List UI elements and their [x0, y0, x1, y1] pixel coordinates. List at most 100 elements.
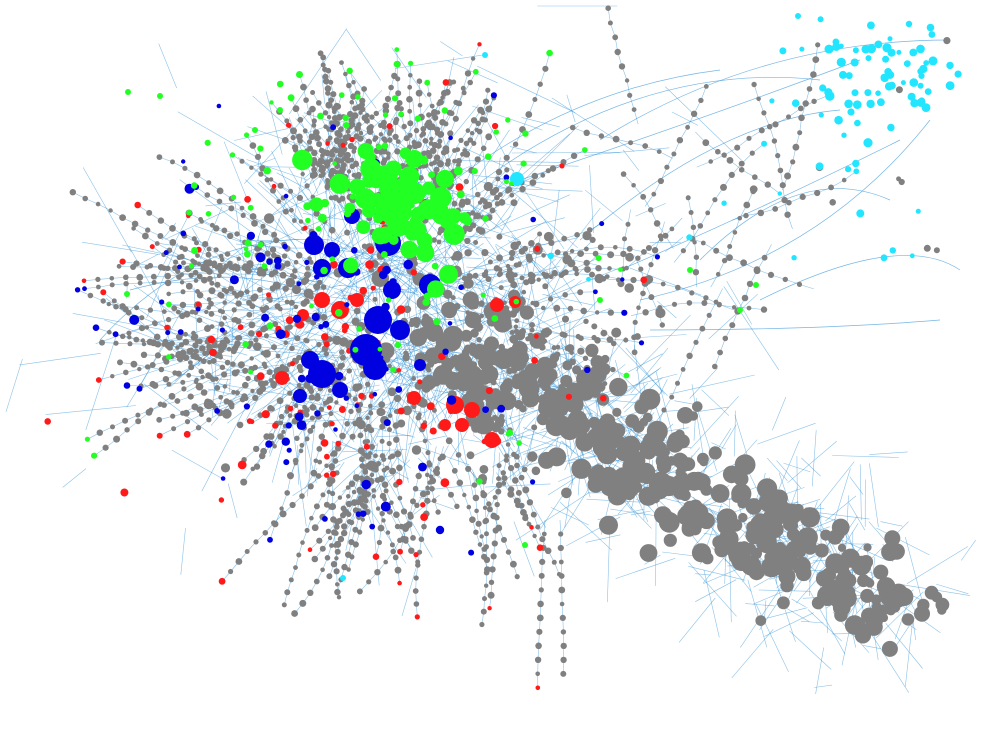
- node-grey: [492, 495, 498, 500]
- node-grey: [429, 136, 434, 141]
- node-grey: [348, 117, 355, 124]
- node-grey: [536, 628, 543, 635]
- node-grey: [562, 315, 569, 323]
- edge: [695, 573, 711, 576]
- edge: [440, 41, 463, 57]
- node-grey: [431, 237, 437, 243]
- edge: [177, 111, 259, 159]
- node-grey: [413, 601, 420, 607]
- node-grey: [256, 388, 264, 395]
- node-grey: [304, 183, 310, 189]
- node-grey: [263, 213, 275, 224]
- node-grey: [248, 321, 256, 329]
- node-grey: [411, 403, 417, 410]
- node-grey: [266, 369, 273, 376]
- node-grey: [394, 148, 401, 155]
- node-grey: [381, 481, 389, 489]
- node-grey: [575, 333, 581, 340]
- edge: [270, 300, 288, 303]
- node-grey: [387, 387, 397, 397]
- node-grey: [284, 325, 291, 331]
- node-grey: [467, 137, 474, 143]
- node-grey: [208, 287, 216, 295]
- node-grey: [250, 466, 256, 472]
- node-grey: [473, 240, 479, 245]
- node-grey: [534, 656, 542, 663]
- node-grey: [271, 252, 277, 259]
- node-grey: [335, 163, 341, 169]
- node-grey: [228, 265, 234, 270]
- node-grey: [350, 433, 356, 439]
- node-grey: [310, 424, 316, 430]
- node-grey: [425, 490, 431, 496]
- edge: [607, 368, 660, 407]
- node-grey: [394, 566, 402, 574]
- node-grey: [345, 129, 351, 134]
- node-grey: [200, 358, 207, 365]
- node-grey: [109, 282, 115, 288]
- node-grey: [495, 488, 502, 495]
- node-grey: [519, 185, 526, 193]
- node-grey: [498, 199, 506, 206]
- node-grey: [126, 330, 132, 336]
- node-grey: [227, 232, 234, 240]
- node-grey: [311, 149, 318, 157]
- node-grey: [351, 112, 359, 119]
- node-grey: [418, 536, 425, 543]
- node-grey: [498, 285, 504, 291]
- node-grey: [136, 273, 144, 281]
- node-grey: [332, 458, 339, 464]
- edge: [659, 151, 673, 159]
- edge: [273, 218, 297, 248]
- edge: [703, 566, 744, 584]
- edge: [509, 146, 537, 154]
- edge: [726, 280, 753, 325]
- node-grey: [204, 309, 209, 315]
- node-grey: [203, 399, 214, 410]
- edge: [376, 434, 412, 437]
- node-grey: [431, 498, 437, 504]
- node-grey: [279, 510, 287, 518]
- node-grey: [480, 491, 488, 499]
- node-grey: [151, 280, 157, 285]
- edge: [639, 334, 687, 338]
- node-grey: [193, 278, 199, 283]
- edge: [552, 308, 611, 330]
- node-grey: [234, 390, 240, 396]
- node-grey: [356, 420, 366, 430]
- edge: [848, 593, 863, 615]
- node-grey: [154, 241, 160, 246]
- node-grey: [352, 105, 358, 112]
- edge: [906, 546, 968, 585]
- node-grey: [209, 324, 215, 329]
- node-grey: [424, 497, 431, 504]
- node-grey: [390, 548, 397, 555]
- node-grey: [146, 209, 153, 216]
- node-grey: [284, 589, 291, 596]
- edge: [696, 161, 711, 168]
- node-grey: [369, 472, 375, 478]
- edge: [747, 579, 768, 648]
- node-grey: [479, 534, 484, 539]
- edge: [216, 378, 231, 380]
- node-grey: [228, 285, 234, 292]
- node-grey: [352, 541, 359, 548]
- edge: [372, 359, 413, 445]
- node-grey: [426, 460, 432, 465]
- edge: [764, 612, 814, 637]
- node-grey: [166, 291, 171, 297]
- node-layer-grey: [69, 5, 951, 677]
- node-grey: [536, 614, 544, 622]
- node-grey: [560, 629, 567, 635]
- node-grey: [466, 225, 473, 233]
- edge: [628, 353, 663, 373]
- node-grey: [378, 132, 384, 137]
- edge: [624, 224, 629, 239]
- edge: [386, 459, 411, 484]
- node-grey: [198, 412, 204, 417]
- node-grey: [438, 131, 445, 138]
- node-grey: [574, 267, 579, 273]
- node-grey: [435, 142, 442, 149]
- node-grey: [358, 130, 364, 136]
- edge: [245, 179, 303, 235]
